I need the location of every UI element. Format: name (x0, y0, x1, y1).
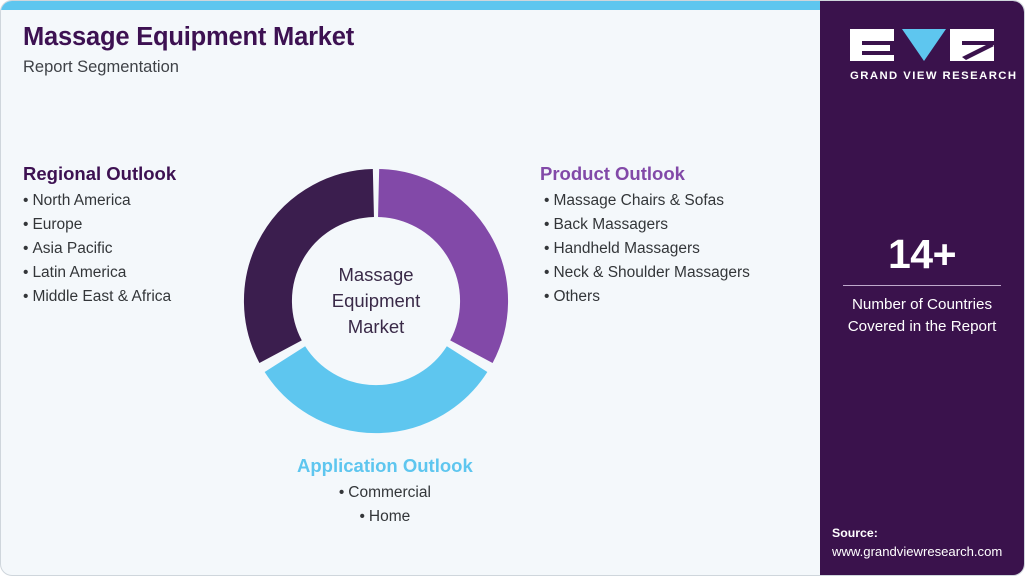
page-title: Massage Equipment Market (23, 23, 355, 51)
page-subtitle: Report Segmentation (23, 58, 179, 77)
list-item: •Home (297, 505, 473, 529)
product-outlook-block: Product Outlook •Massage Chairs & Sofas … (540, 162, 750, 309)
list-item-label: Neck & Shoulder Massagers (553, 264, 750, 282)
bullet-icon: • (544, 288, 550, 306)
bullet-icon: • (544, 216, 550, 234)
product-outlook-heading: Product Outlook (540, 163, 685, 184)
bullet-icon: • (23, 192, 29, 210)
list-item-label: North America (32, 192, 131, 210)
list-item: •Others (540, 285, 750, 309)
list-item-label: Back Massagers (553, 216, 669, 234)
bullet-icon: • (23, 240, 29, 258)
stat-label-line-2: Covered in the Report (847, 317, 997, 335)
list-item-label: Asia Pacific (32, 240, 113, 258)
bullet-icon: • (359, 508, 365, 526)
source-url: www.grandviewresearch.com (832, 543, 1003, 559)
application-outlook-block: Application Outlook •Commercial •Home (297, 454, 473, 529)
list-item-label: Massage Chairs & Sofas (553, 192, 725, 210)
list-item: •Handheld Massagers (540, 237, 750, 261)
bullet-icon: • (544, 192, 550, 210)
side-panel: GRAND VIEW RESEARCH 14+ Number of Countr… (820, 1, 1024, 575)
donut-segment-application (264, 345, 488, 434)
list-item: •Back Massagers (540, 213, 750, 237)
regional-outlook-list: •North America •Europe •Asia Pacific •La… (23, 189, 176, 309)
list-item: •Neck & Shoulder Massagers (540, 261, 750, 285)
list-item-label: Others (553, 288, 600, 306)
source-label: Source: (832, 525, 878, 540)
regional-outlook-heading: Regional Outlook (23, 163, 177, 184)
source-block: Source: www.grandviewresearch.com (832, 525, 1016, 561)
list-item-label: Latin America (32, 264, 127, 282)
brand-wordmark: GRAND VIEW RESEARCH (850, 70, 1018, 82)
list-item: •Massage Chairs & Sofas (540, 189, 750, 213)
list-item-label: Home (368, 508, 411, 526)
bullet-icon: • (23, 264, 29, 282)
list-item-label: Europe (32, 216, 83, 234)
stat-divider (843, 285, 1001, 287)
list-item-label: Commercial (348, 484, 431, 502)
product-outlook-list: •Massage Chairs & Sofas •Back Massagers … (540, 189, 750, 309)
donut-segment-regional (243, 169, 375, 363)
donut-segment-product (377, 169, 509, 363)
list-item: •North America (23, 189, 176, 213)
list-item: •Europe (23, 213, 176, 237)
regional-outlook-block: Regional Outlook •North America •Europe … (23, 162, 176, 309)
application-outlook-heading: Application Outlook (297, 455, 473, 476)
list-item-label: Middle East & Africa (32, 288, 172, 306)
top-accent-bar (1, 1, 823, 10)
stat-value: 14+ (887, 231, 957, 277)
donut-svg (243, 169, 509, 434)
bullet-icon: • (338, 484, 345, 502)
list-item-label: Handheld Massagers (553, 240, 700, 258)
list-item: •Asia Pacific (23, 237, 176, 261)
application-outlook-list: •Commercial •Home (297, 481, 473, 529)
bullet-icon: • (23, 288, 29, 306)
stat-block: 14+ Number of Countries Covered in the R… (820, 231, 1024, 337)
brand-logo: GRAND VIEW RESEARCH (850, 27, 1018, 82)
segmentation-donut-chart: Massage Equipment Market (231, 156, 521, 446)
bullet-icon: • (544, 240, 550, 258)
list-item: •Middle East & Africa (23, 285, 176, 309)
bullet-icon: • (544, 264, 550, 282)
gvr-logo-icon (850, 29, 994, 61)
list-item: •Latin America (23, 261, 176, 285)
bullet-icon: • (23, 216, 29, 234)
header: Massage Equipment Market Report Segmenta… (23, 23, 723, 78)
list-item: •Commercial (297, 481, 473, 505)
stat-label-line-1: Number of Countries (851, 296, 993, 314)
